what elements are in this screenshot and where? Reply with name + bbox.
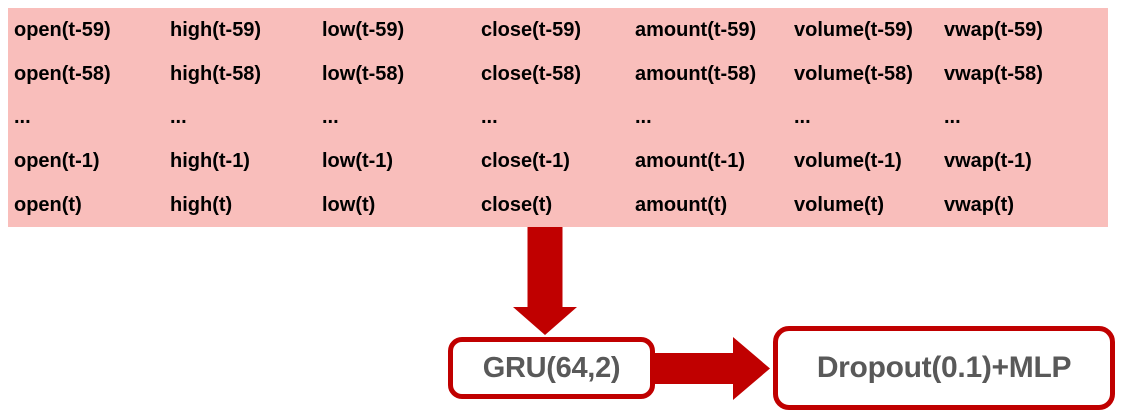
table-cell: volume(t-59) xyxy=(794,18,913,41)
table-cell: vwap(t-1) xyxy=(944,150,1032,173)
table-cell: close(t-58) xyxy=(481,62,582,85)
gru-node: GRU(64,2) xyxy=(448,337,655,399)
table-cell: close(t-1) xyxy=(481,150,570,173)
table-cell-ellipsis: ... xyxy=(794,106,811,129)
table-cell: amount(t) xyxy=(635,194,728,217)
table-cell: volume(t) xyxy=(794,194,884,217)
table-cell-ellipsis: ... xyxy=(944,106,961,129)
table-cell: open(t-1) xyxy=(14,150,100,173)
dropout-mlp-node: Dropout(0.1)+MLP xyxy=(773,326,1115,410)
table-cell-ellipsis: ... xyxy=(14,106,31,129)
table-cell-ellipsis: ... xyxy=(635,106,652,129)
table-cell: low(t-58) xyxy=(322,62,405,85)
table-cell: vwap(t) xyxy=(944,194,1014,217)
table-cell: vwap(t-58) xyxy=(944,62,1043,85)
table-cell: amount(t-1) xyxy=(635,150,745,173)
feature-table: open(t-59) high(t-59) low(t-59) close(t-… xyxy=(8,8,1108,227)
table-cell: high(t-59) xyxy=(170,18,262,41)
table-cell: open(t) xyxy=(14,194,82,217)
table-cell: open(t-59) xyxy=(14,18,111,41)
table-cell: low(t-1) xyxy=(322,150,394,173)
arrow-down-icon xyxy=(513,227,577,335)
table-cell: volume(t-1) xyxy=(794,150,902,173)
table-cell: low(t-59) xyxy=(322,18,405,41)
gru-node-label: GRU(64,2) xyxy=(482,351,621,384)
table-cell-ellipsis: ... xyxy=(170,106,187,129)
arrow-right-icon xyxy=(655,337,770,400)
dropout-mlp-node-label: Dropout(0.1)+MLP xyxy=(816,351,1072,384)
table-cell-ellipsis: ... xyxy=(481,106,498,129)
table-cell: low(t) xyxy=(322,194,376,217)
table-cell: volume(t-58) xyxy=(794,62,913,85)
table-cell: vwap(t-59) xyxy=(944,18,1043,41)
table-cell: close(t-59) xyxy=(481,18,582,41)
table-cell-ellipsis: ... xyxy=(322,106,339,129)
table-cell: high(t-1) xyxy=(170,150,250,173)
table-cell: amount(t-59) xyxy=(635,18,757,41)
table-cell: high(t-58) xyxy=(170,62,262,85)
table-cell: high(t) xyxy=(170,194,233,217)
table-cell: open(t-58) xyxy=(14,62,111,85)
table-cell: amount(t-58) xyxy=(635,62,757,85)
table-cell: close(t) xyxy=(481,194,553,217)
